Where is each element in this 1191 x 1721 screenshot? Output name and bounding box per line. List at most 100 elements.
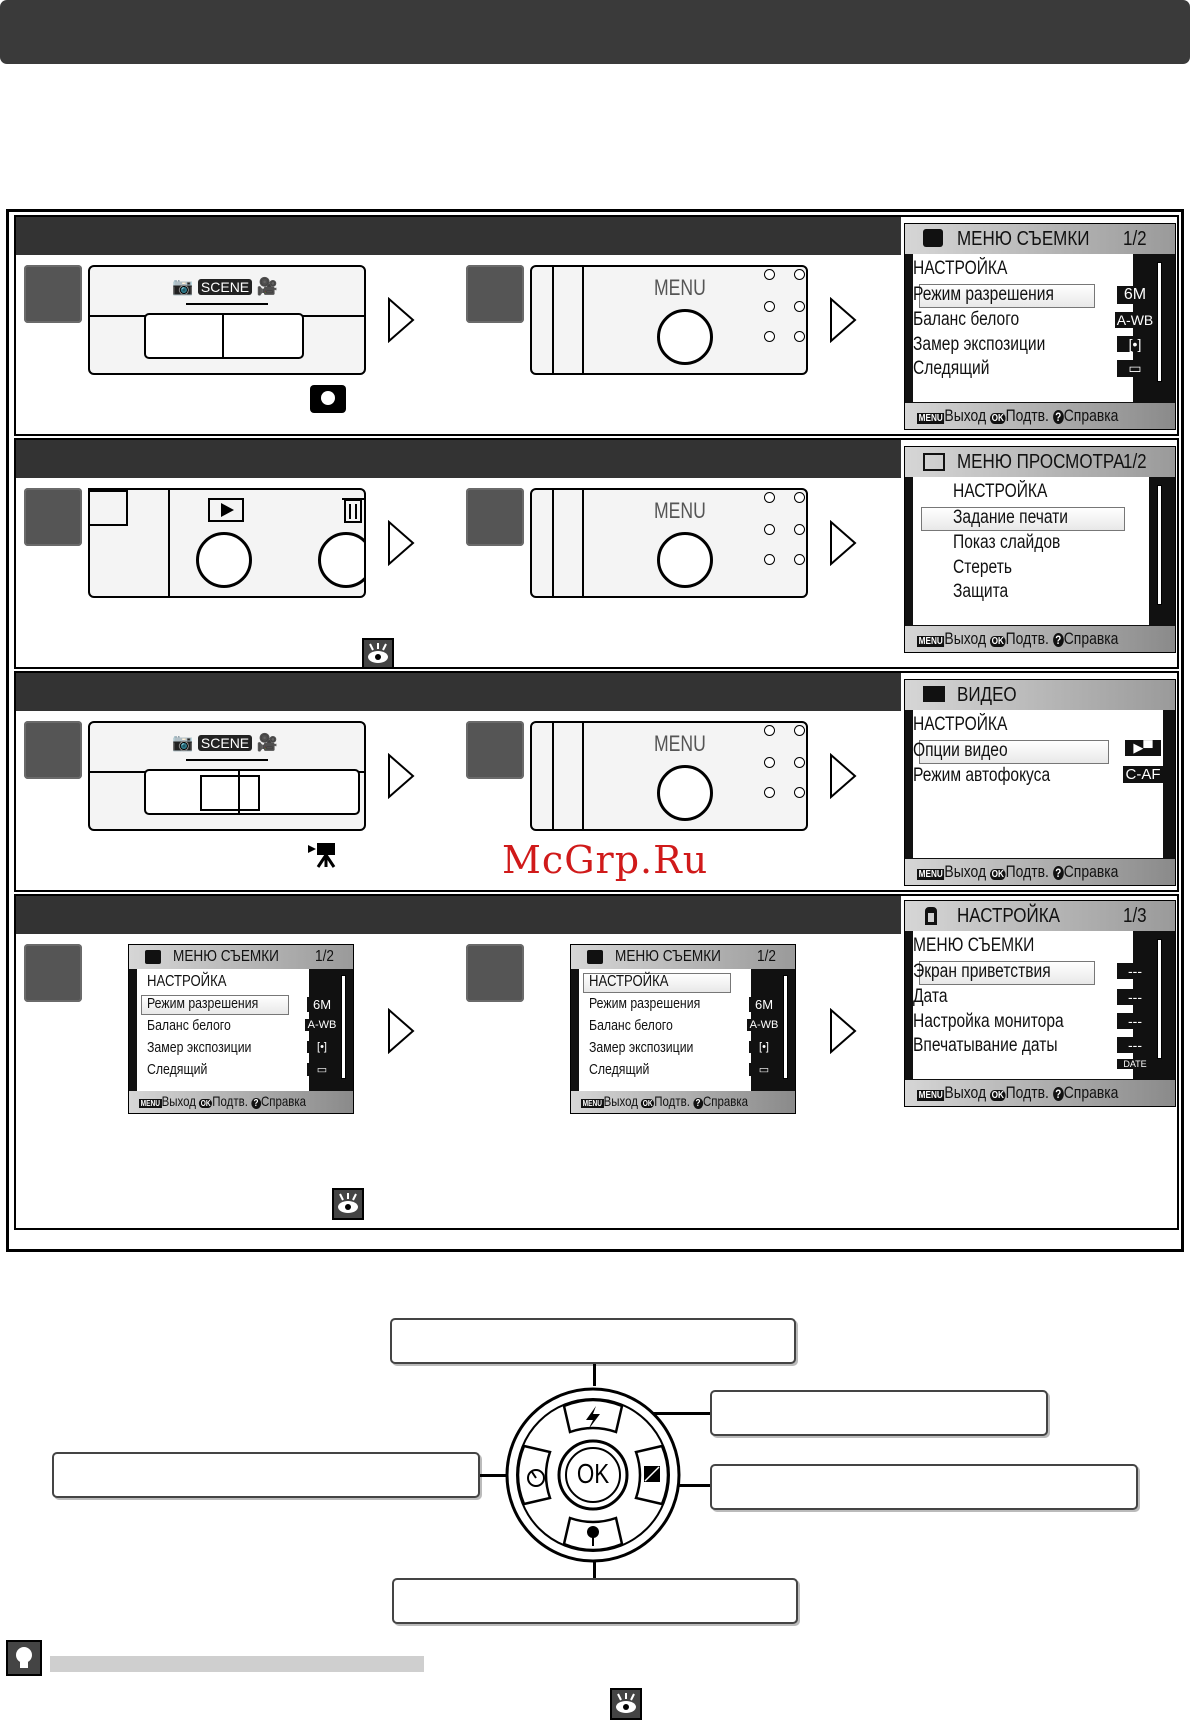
menu-item-selected[interactable]: Режим разрешения: [147, 995, 259, 1012]
menu-item-selected[interactable]: Задание печати: [953, 507, 1069, 528]
playback-button[interactable]: [196, 532, 252, 588]
step-number-box: [24, 944, 82, 1002]
setting-icon: A-WB: [747, 1019, 781, 1031]
setting-icon: ▶▀: [1125, 740, 1161, 756]
step-number-box: [24, 488, 82, 546]
menu-item[interactable]: Баланс белого: [147, 1017, 231, 1034]
date-imprint-icon: DATE: [1117, 1059, 1153, 1069]
step-number-box: [466, 488, 524, 546]
lcd-shooting-menu-setup-selected: МЕНЮ СЪЕМКИ 1/2 НАСТРОЙКА Режим разрешен…: [570, 944, 796, 1114]
menu-title: ВИДЕО: [957, 684, 1017, 706]
next-arrow-icon: [829, 753, 857, 799]
menu-item[interactable]: Показ слайдов: [953, 532, 1061, 553]
page-number: 1/2: [1123, 451, 1147, 473]
setting-icon: [•]: [307, 1041, 337, 1053]
menu-item-selected[interactable]: НАСТРОЙКА: [589, 973, 669, 990]
section-shooting-menu: 📷 SCENE 🎥 MENU: [14, 215, 1179, 436]
play-icon: [923, 453, 945, 471]
section-bar: [16, 673, 901, 711]
step-number-box: [24, 265, 82, 323]
play-icon: [208, 498, 244, 522]
setting-icon: ▭: [307, 1063, 337, 1076]
menu-item[interactable]: НАСТРОЙКА: [913, 258, 1008, 279]
menu-item[interactable]: Замер экспозиции: [589, 1039, 694, 1056]
scene-label: SCENE: [197, 279, 253, 295]
switch-indicator-dots: [186, 303, 268, 305]
page-number: 1/2: [757, 948, 776, 965]
note-heading-bar: [50, 1656, 424, 1672]
menu-item[interactable]: Замер экспозиции: [913, 334, 1046, 355]
menu-button-illustration: MENU: [530, 488, 808, 598]
menu-item[interactable]: Впечатывание даты: [913, 1035, 1058, 1056]
menu-item[interactable]: Стереть: [953, 557, 1012, 578]
menu-item[interactable]: Баланс белого: [913, 309, 1020, 330]
section-setup-menu: МЕНЮ СЪЕМКИ 1/2 НАСТРОЙКА Режим разрешен…: [14, 894, 1179, 1230]
callout-down: [392, 1578, 798, 1624]
setting-icon: ---: [1117, 989, 1153, 1005]
menu-item-selected[interactable]: Экран приветствия: [913, 961, 1051, 982]
menu-item[interactable]: Режим разрешения: [589, 995, 701, 1012]
camera-icon: [587, 950, 603, 964]
menu-button-illustration: MENU: [530, 265, 808, 375]
menu-item-selected[interactable]: Опции видео: [913, 740, 1008, 761]
lcd-movie-menu: ВИДЕО НАСТРОЙКА Опции видео Режим автофо…: [904, 679, 1176, 886]
scrollbar: [1157, 262, 1162, 382]
menu-item[interactable]: МЕНЮ СЪЕМКИ: [913, 935, 1035, 956]
page-number: 1/3: [1123, 905, 1147, 927]
menu-item[interactable]: Следящий: [147, 1061, 208, 1078]
scrollbar: [1157, 485, 1162, 605]
mode-slider[interactable]: [144, 313, 304, 359]
scene-label: SCENE: [197, 735, 253, 751]
setting-icon: C-AF: [1123, 766, 1163, 783]
menu-title: МЕНЮ СЪЕМКИ: [615, 948, 721, 965]
menu-button[interactable]: [657, 309, 713, 365]
page-header-bar: [0, 0, 1190, 64]
reference-eye-icon: [362, 638, 394, 667]
menu-item-selected[interactable]: Режим разрешения: [913, 284, 1054, 305]
ok-button-label[interactable]: OK: [576, 1458, 610, 1489]
setting-icon: [•]: [749, 1041, 779, 1053]
lcd-playback-menu: МЕНЮ ПРОСМОТРА 1/2 НАСТРОЙКА Задание печ…: [904, 446, 1176, 653]
menu-title: МЕНЮ ПРОСМОТРА: [957, 451, 1125, 473]
menu-item[interactable]: Следящий: [589, 1061, 650, 1078]
lcd-footer: MENUВыход OKПодтв. ?Справка: [905, 403, 1175, 429]
menu-item[interactable]: Дата: [913, 986, 948, 1007]
playback-button-illustration: [88, 488, 366, 598]
menu-item[interactable]: Следящий: [913, 358, 990, 379]
callout-up: [390, 1318, 796, 1364]
scrollbar: [341, 975, 346, 1079]
menu-button[interactable]: [657, 532, 713, 588]
menu-item[interactable]: НАСТРОЙКА: [913, 714, 1008, 735]
menu-item[interactable]: НАСТРОЙКА: [147, 973, 227, 990]
reference-eye-icon: [332, 1188, 364, 1220]
trash-icon: [342, 494, 364, 524]
menu-button[interactable]: [657, 765, 713, 821]
multi-selector[interactable]: OK: [504, 1386, 682, 1564]
menu-item[interactable]: Баланс белого: [589, 1017, 673, 1034]
camera-icon: 📷: [172, 733, 194, 752]
menu-item[interactable]: Замер экспозиции: [147, 1039, 252, 1056]
menu-button-illustration: MENU: [530, 721, 808, 831]
menu-item[interactable]: Режим автофокуса: [913, 765, 1051, 786]
setting-icon: ---: [1117, 1037, 1153, 1053]
callout-ok: [710, 1390, 1048, 1436]
camera-mode-icon: [310, 385, 346, 413]
menu-label: MENU: [654, 731, 706, 756]
menu-item[interactable]: Настройка монитора: [913, 1011, 1064, 1032]
menu-item[interactable]: НАСТРОЙКА: [953, 481, 1048, 502]
lcd-footer: MENUВыход OKПодтв. ?Справка: [905, 859, 1175, 885]
menu-access-frame: 📷 SCENE 🎥 MENU: [6, 209, 1184, 1252]
page-number: 1/2: [315, 948, 334, 965]
delete-button[interactable]: [318, 532, 364, 588]
setting-icon: [•]: [1117, 336, 1153, 352]
page-number: 1/2: [1123, 228, 1147, 250]
menu-title: МЕНЮ СЪЕМКИ: [957, 228, 1090, 250]
scrollbar: [783, 975, 788, 1079]
section-playback-menu: MENU МЕНЮ ПРОСМОТРА 1/2 НАСТРОЙКА Задани…: [14, 438, 1179, 669]
next-arrow-icon: [387, 520, 415, 566]
step-number-box: [24, 721, 82, 779]
next-arrow-icon: [829, 297, 857, 343]
menu-item[interactable]: Защита: [953, 581, 1009, 602]
setting-icon: 6M: [1117, 286, 1153, 304]
